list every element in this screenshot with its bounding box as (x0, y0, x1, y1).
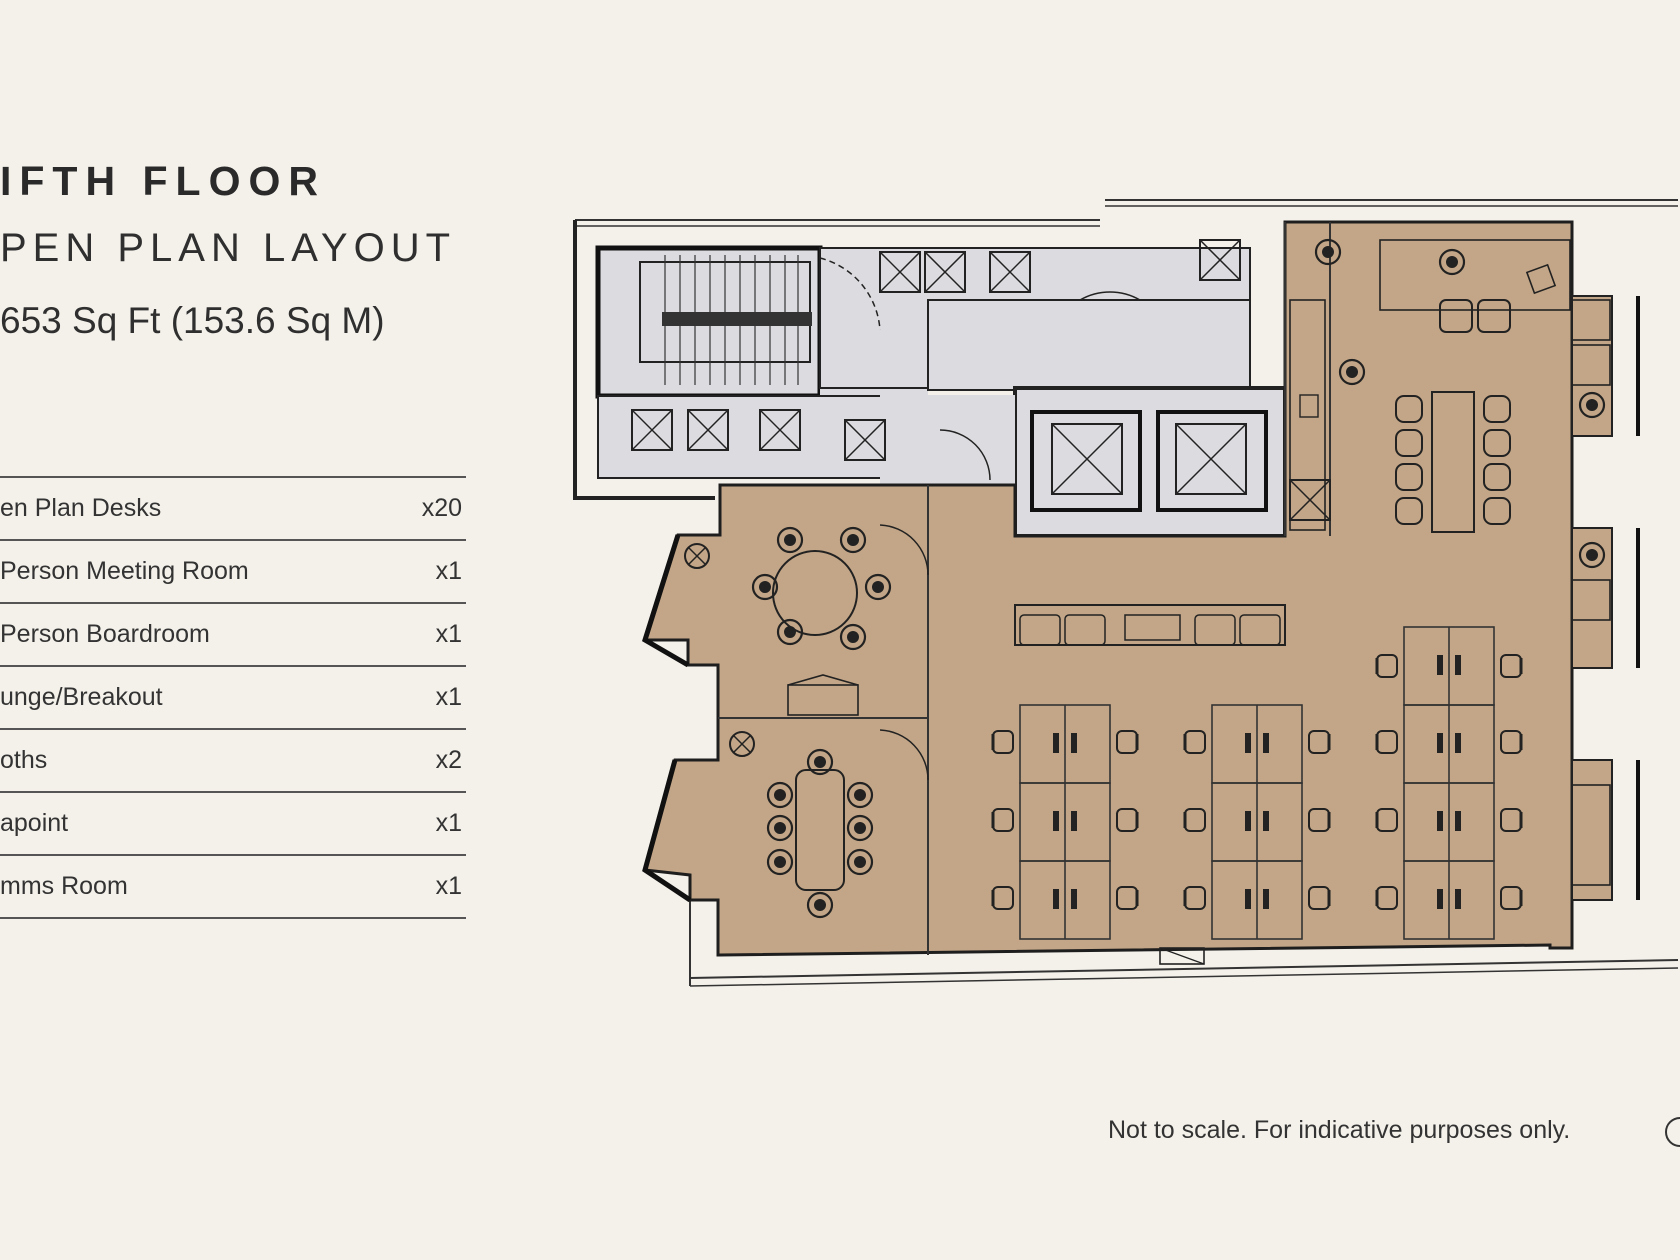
schedule-qty: x1 (435, 872, 462, 900)
schedule-row: Person Meeting Room x1 (0, 541, 466, 604)
floor-title: IFTH FLOOR (0, 158, 326, 204)
accommodation-schedule: en Plan Desks x20 Person Meeting Room x1 P… (0, 476, 466, 919)
schedule-label: unge/Breakout (0, 683, 163, 711)
building-outline (573, 199, 1679, 987)
office-space (642, 220, 1640, 957)
schedule-row: en Plan Desks x20 (0, 478, 466, 541)
schedule-label: oths (0, 746, 48, 774)
building-core (595, 239, 1287, 538)
schedule-qty: x20 (421, 494, 462, 522)
booths (1571, 299, 1611, 886)
north-arrow-icon (1665, 1117, 1680, 1147)
schedule-label: en Plan Desks (0, 494, 162, 522)
floor-area: 653 Sq Ft (153.6 Sq M) (0, 300, 385, 341)
layout-subtitle: PEN PLAN LAYOUT (0, 226, 457, 270)
teapoint-counter (1289, 299, 1331, 531)
schedule-row: oths x2 (0, 730, 466, 793)
staircase (639, 255, 812, 385)
lift-left (1030, 410, 1142, 512)
schedule-row: mms Room x1 (0, 856, 466, 919)
comms-room (1159, 947, 1205, 965)
schedule-label: mms Room (0, 872, 128, 900)
schedule-qty: x2 (435, 746, 462, 774)
disclaimer-text: Not to scale. For indicative purposes on… (1108, 1116, 1571, 1144)
meeting-room (684, 526, 892, 716)
schedule-label: Person Meeting Room (0, 557, 249, 585)
breakout-bench (1014, 604, 1286, 646)
schedule-qty: x1 (435, 809, 462, 837)
lift-right (1156, 410, 1268, 512)
schedule-label: apoint (0, 809, 69, 837)
schedule-label: Person Boardroom (0, 620, 210, 648)
schedule-row: unge/Breakout x1 (0, 667, 466, 730)
lounge-area (1314, 238, 1571, 533)
boardroom (729, 731, 874, 919)
schedule-row: Person Boardroom x1 (0, 604, 466, 667)
schedule-row: apoint x1 (0, 793, 466, 856)
schedule-qty: x1 (435, 557, 462, 585)
schedule-qty: x1 (435, 683, 462, 711)
schedule-qty: x1 (435, 620, 462, 648)
